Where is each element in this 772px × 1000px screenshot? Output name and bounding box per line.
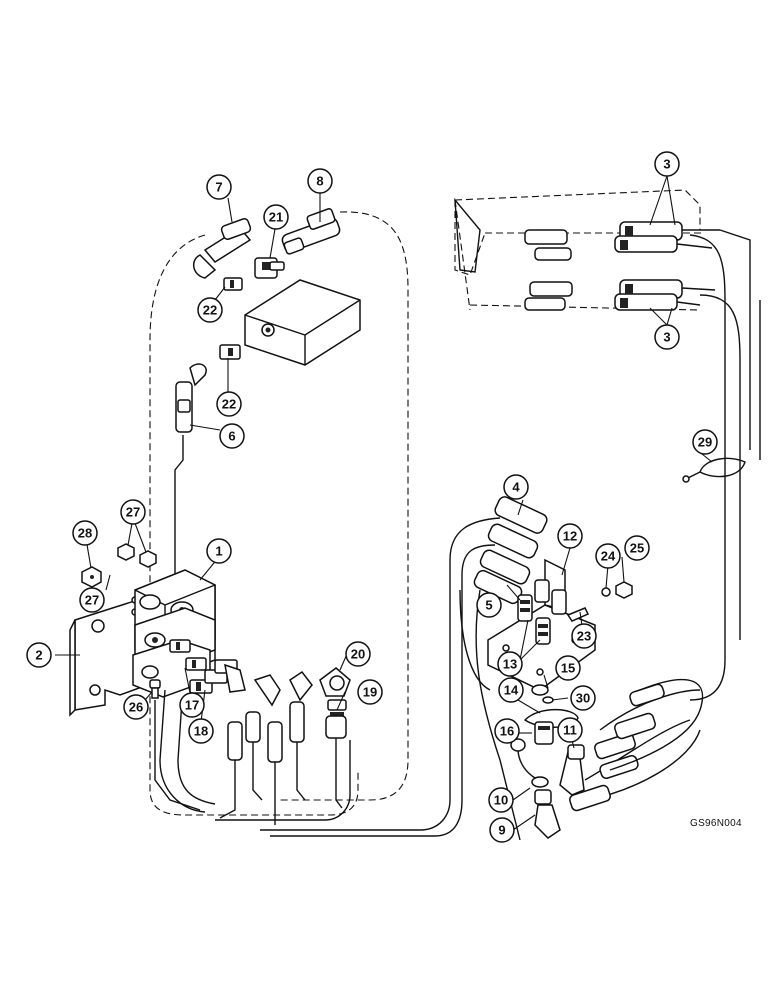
- callout-24: 24: [595, 543, 621, 569]
- callout-7: 7: [206, 174, 232, 200]
- figure-code: GS96N004: [690, 818, 742, 829]
- callout-22-lower: 22: [216, 391, 242, 417]
- svg-text:7: 7: [215, 180, 222, 195]
- svg-text:15: 15: [561, 661, 575, 676]
- callout-26: 26: [123, 694, 149, 720]
- callout-6: 6: [219, 423, 245, 449]
- svg-text:20: 20: [351, 647, 365, 662]
- svg-text:18: 18: [194, 724, 208, 739]
- callout-8: 8: [307, 168, 333, 194]
- svg-text:22: 22: [222, 397, 236, 412]
- callout-3-upper: 3: [654, 151, 680, 177]
- callout-28: 28: [72, 520, 98, 546]
- svg-text:5: 5: [485, 598, 492, 613]
- callout-3-lower: 3: [654, 324, 680, 350]
- callout-10: 10: [488, 787, 514, 813]
- svg-text:8: 8: [316, 174, 323, 189]
- implement-outline: [454, 189, 705, 311]
- callout-21: 21: [263, 204, 289, 230]
- svg-text:21: 21: [269, 210, 283, 225]
- callout-11: 11: [557, 717, 583, 743]
- callout-29: 29: [692, 429, 718, 455]
- coupler-bracket-assembly: [473, 457, 746, 839]
- callout-15: 15: [555, 655, 581, 681]
- svg-text:10: 10: [494, 793, 508, 808]
- svg-text:17: 17: [185, 698, 199, 713]
- svg-text:28: 28: [78, 526, 92, 541]
- callout-19: 19: [357, 679, 383, 705]
- valve-fittings: [159, 639, 351, 825]
- callout-22-upper: 22: [197, 297, 223, 323]
- svg-text:16: 16: [500, 724, 514, 739]
- callout-25: 25: [624, 535, 650, 561]
- svg-text:23: 23: [577, 629, 591, 644]
- callout-13: 13: [497, 651, 523, 677]
- svg-text:3: 3: [663, 157, 670, 172]
- svg-text:25: 25: [630, 541, 644, 556]
- callout-4: 4: [503, 474, 529, 500]
- callout-23: 23: [571, 623, 597, 649]
- svg-text:26: 26: [129, 700, 143, 715]
- svg-text:3: 3: [663, 330, 670, 345]
- svg-text:27: 27: [126, 505, 140, 520]
- svg-text:30: 30: [576, 691, 590, 706]
- callout-20: 20: [345, 641, 371, 667]
- svg-text:6: 6: [228, 429, 235, 444]
- svg-text:9: 9: [498, 823, 505, 838]
- upper-fittings: [175, 208, 361, 433]
- callout-18: 18: [188, 718, 214, 744]
- quick-couplers: [614, 221, 720, 311]
- svg-text:19: 19: [363, 685, 377, 700]
- svg-text:24: 24: [601, 549, 616, 564]
- svg-text:27: 27: [85, 593, 99, 608]
- svg-text:29: 29: [698, 435, 712, 450]
- callout-5: 5: [476, 592, 502, 618]
- callout-27-lower: 27: [79, 587, 105, 613]
- callout-14: 14: [498, 677, 524, 703]
- leader-lines: [55, 175, 713, 831]
- callout-1: 1: [206, 538, 232, 564]
- svg-text:22: 22: [203, 303, 217, 318]
- callout-30: 30: [570, 685, 596, 711]
- svg-text:13: 13: [503, 657, 517, 672]
- svg-text:4: 4: [512, 480, 520, 495]
- callout-9: 9: [489, 817, 515, 843]
- svg-text:2: 2: [35, 648, 42, 663]
- svg-text:1: 1: [215, 544, 222, 559]
- svg-text:12: 12: [563, 529, 577, 544]
- svg-text:14: 14: [504, 683, 519, 698]
- callout-27-upper: 27: [120, 499, 146, 525]
- callout-12: 12: [557, 523, 583, 549]
- callout-17: 17: [179, 692, 205, 718]
- svg-text:11: 11: [563, 723, 577, 738]
- callout-2: 2: [26, 642, 52, 668]
- callout-16: 16: [494, 718, 520, 744]
